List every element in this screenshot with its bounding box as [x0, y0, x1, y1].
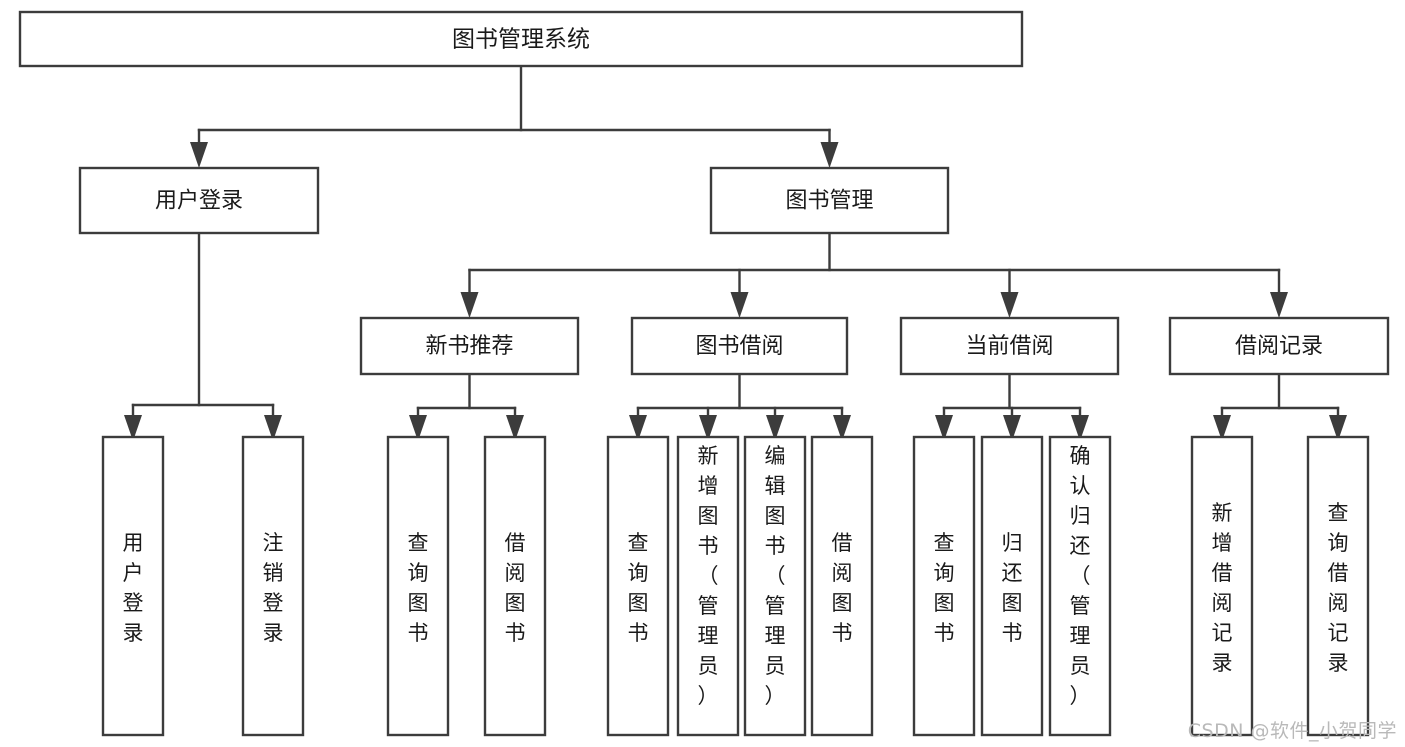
leaf-label: 查询图书: [408, 531, 429, 645]
node-l2-用户登录[interactable]: 用户登录: [78, 166, 320, 235]
arrow-head-icon: [1270, 292, 1288, 318]
leaf-label: 确认归还（管理员）: [1070, 444, 1091, 708]
leaf-label: 新增借阅记录: [1212, 501, 1233, 675]
leaf-label: 借阅图书: [505, 531, 526, 645]
leaf-label: 查询图书: [628, 531, 649, 645]
node-leaf-新增借阅记录[interactable]: 新增借阅记录: [1190, 435, 1254, 737]
node-box-rect: [912, 435, 976, 737]
arrow-head-icon: [1071, 415, 1089, 441]
leaf-label: 用户登录: [123, 531, 144, 645]
arrow-head-icon: [699, 415, 717, 441]
node-box-rect: [386, 435, 450, 737]
arrow-head-icon: [766, 415, 784, 441]
node-box-rect: [483, 435, 547, 737]
node-box-rect: [1168, 316, 1390, 376]
arrow-head-icon: [730, 292, 749, 318]
node-box-rect: [980, 435, 1044, 737]
node-box-rect: [1306, 435, 1370, 737]
arrow-head-icon: [1329, 415, 1347, 441]
node-l2-图书管理[interactable]: 图书管理: [709, 166, 950, 235]
arrow-head-icon: [820, 142, 839, 168]
node-leaf-查询图书[interactable]: 查询图书: [606, 435, 670, 737]
node-leaf-注销登录[interactable]: 注销登录: [241, 435, 305, 737]
leaf-label: 编辑图书（管理员）: [765, 444, 786, 708]
leaf-label: 归还图书: [1002, 531, 1023, 645]
arrow-head-icon: [460, 292, 479, 318]
node-box-rect: [18, 10, 1024, 68]
node-label: 当前借阅: [965, 334, 1053, 359]
node-l3-新书推荐[interactable]: 新书推荐: [359, 316, 580, 376]
node-leaf-新增图书管理员[interactable]: 新增图书（管理员）: [676, 435, 740, 737]
leaf-label: 查询图书: [934, 531, 955, 645]
node-label: 新书推荐: [425, 334, 513, 359]
node-l3-当前借阅[interactable]: 当前借阅: [899, 316, 1120, 376]
leaf-label: 注销登录: [263, 531, 284, 645]
boxes-layer: 图书管理系统用户登录图书管理新书推荐图书借阅当前借阅借阅记录用户登录注销登录查询…: [18, 10, 1390, 737]
arrow-head-icon: [935, 415, 953, 441]
arrow-head-icon: [833, 415, 851, 441]
node-leaf-借阅图书[interactable]: 借阅图书: [483, 435, 547, 737]
arrow-head-icon: [1003, 415, 1021, 441]
node-box-rect: [743, 435, 807, 737]
arrow-head-icon: [1213, 415, 1231, 441]
node-leaf-用户登录[interactable]: 用户登录: [101, 435, 165, 737]
node-box-rect: [899, 316, 1120, 376]
node-box-rect: [78, 166, 320, 235]
arrow-head-icon: [506, 415, 524, 441]
node-box-rect: [810, 435, 874, 737]
node-l3-图书借阅[interactable]: 图书借阅: [630, 316, 849, 376]
node-leaf-归还图书[interactable]: 归还图书: [980, 435, 1044, 737]
node-root-图书管理系统[interactable]: 图书管理系统: [18, 10, 1024, 68]
node-label: 借阅记录: [1235, 334, 1323, 359]
leaf-label: 新增图书（管理员）: [698, 444, 719, 708]
node-box-rect: [101, 435, 165, 737]
connectors-layer: [124, 64, 1347, 441]
node-label: 图书管理系统: [452, 27, 590, 53]
node-box-rect: [676, 435, 740, 737]
node-leaf-借阅图书[interactable]: 借阅图书: [810, 435, 874, 737]
leaf-label: 查询借阅记录: [1328, 501, 1349, 675]
arrow-head-icon: [409, 415, 427, 441]
node-box-rect: [359, 316, 580, 376]
node-leaf-编辑图书管理员[interactable]: 编辑图书（管理员）: [743, 435, 807, 737]
node-leaf-确认归还管理员[interactable]: 确认归还（管理员）: [1048, 435, 1112, 737]
node-leaf-查询图书[interactable]: 查询图书: [912, 435, 976, 737]
node-label: 图书借阅: [695, 334, 783, 359]
node-box-rect: [1048, 435, 1112, 737]
node-box-rect: [630, 316, 849, 376]
arrow-head-icon: [190, 142, 208, 168]
node-leaf-查询图书[interactable]: 查询图书: [386, 435, 450, 737]
leaf-label: 借阅图书: [832, 531, 853, 645]
node-leaf-查询借阅记录[interactable]: 查询借阅记录: [1306, 435, 1370, 737]
node-l3-借阅记录[interactable]: 借阅记录: [1168, 316, 1390, 376]
arrow-head-icon: [1000, 292, 1019, 318]
arrow-head-icon: [124, 415, 142, 441]
arrow-head-icon: [264, 415, 282, 441]
node-box-rect: [241, 435, 305, 737]
node-box-rect: [709, 166, 950, 235]
node-label: 用户登录: [155, 189, 243, 214]
node-label: 图书管理: [785, 189, 873, 214]
node-box-rect: [1190, 435, 1254, 737]
arrow-head-icon: [629, 415, 647, 441]
node-box-rect: [606, 435, 670, 737]
